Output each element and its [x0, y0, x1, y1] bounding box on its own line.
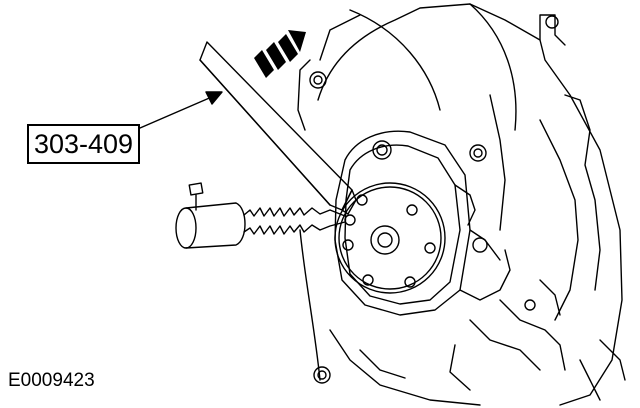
leader-arrow-icon	[139, 91, 223, 129]
bolt	[376, 144, 388, 156]
flange-hole	[404, 276, 416, 288]
crankshaft-flange	[334, 182, 446, 294]
seal-housing	[334, 130, 511, 316]
flange-hole	[342, 239, 354, 251]
flange-hole	[406, 204, 418, 216]
flange-hub	[370, 225, 400, 255]
bolt	[469, 144, 487, 162]
bolt	[545, 15, 559, 29]
bolt	[313, 75, 323, 85]
flange-hole	[362, 274, 374, 286]
figure-id: E0009423	[8, 370, 95, 391]
bolt	[472, 237, 488, 253]
tool-handle-end	[175, 207, 197, 249]
tool-number-text: 303-409	[33, 128, 134, 159]
engine-block	[297, 3, 626, 406]
bolt	[372, 140, 392, 160]
bolt	[344, 214, 356, 226]
bolt	[317, 370, 327, 380]
striped-motion-arrow-icon	[254, 30, 306, 78]
flange-inner-ring	[338, 186, 442, 290]
bolt	[524, 299, 536, 311]
mounting-bolts	[309, 15, 559, 384]
seal-remover-tool	[199, 41, 357, 215]
bolt	[309, 71, 327, 89]
bolt	[473, 148, 483, 158]
flange-outer-ring	[334, 182, 446, 294]
flange-bore	[377, 232, 393, 248]
bolt	[313, 366, 331, 384]
flange-hole	[356, 194, 368, 206]
slide-hammer-tool	[175, 182, 346, 249]
tool-number-callout: 303-409	[27, 124, 140, 164]
tool-pin	[188, 182, 204, 196]
flange-hole	[424, 242, 436, 254]
